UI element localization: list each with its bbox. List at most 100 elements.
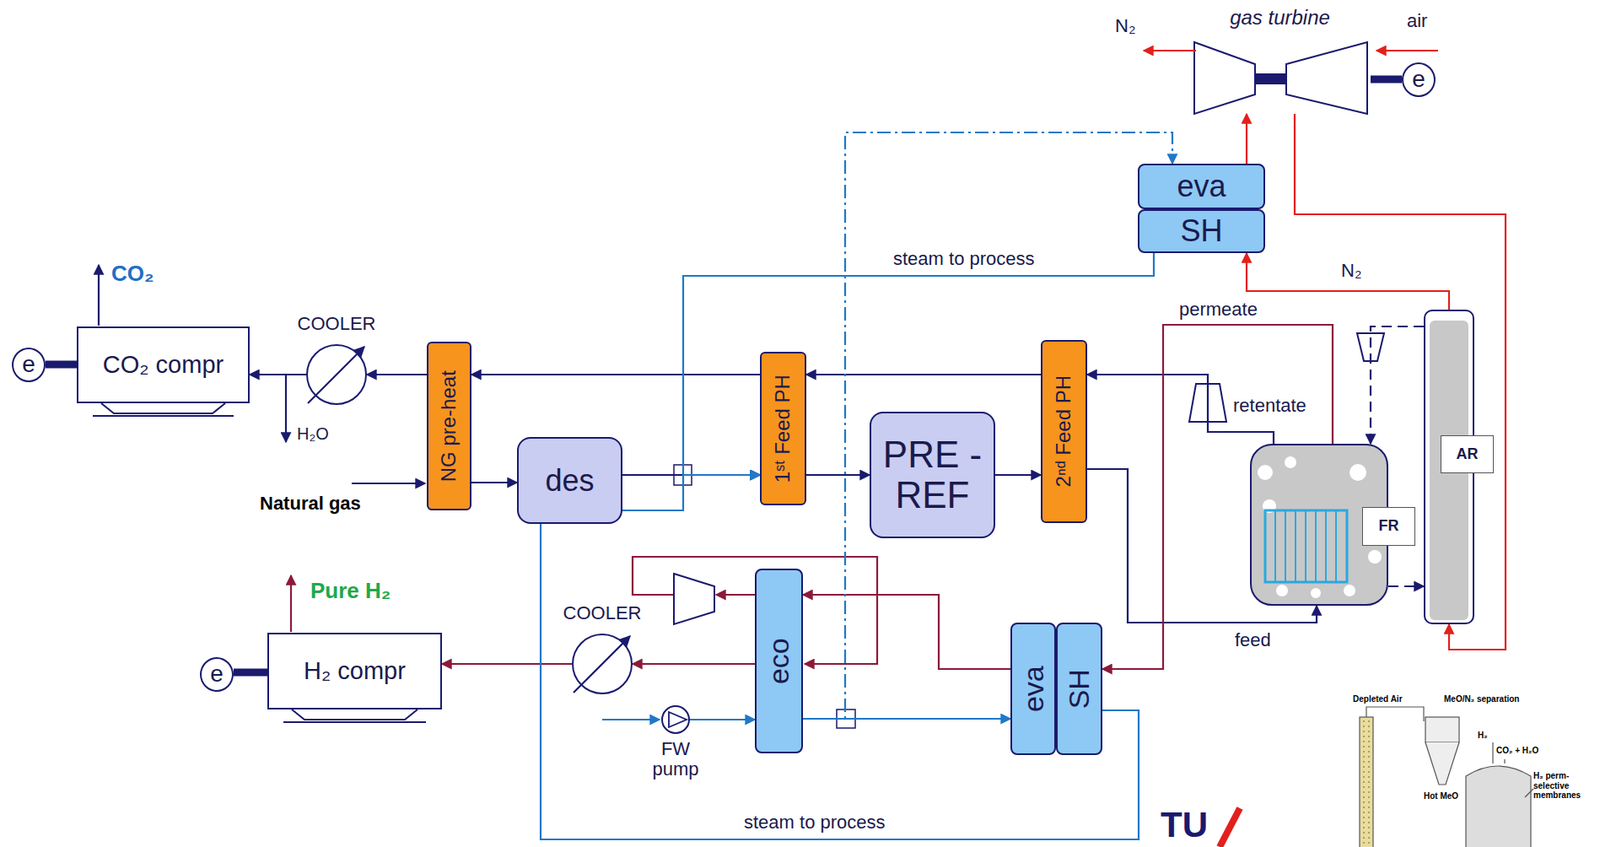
text-label: N₂ <box>1115 15 1136 37</box>
stream-connector <box>1087 468 1317 623</box>
stream-connector <box>366 373 427 376</box>
prereformer: PRE -REF <box>869 411 996 539</box>
feedwater-pump: FW pump <box>661 705 690 734</box>
reactor-inset <box>1366 706 1424 722</box>
node-label: 2ⁿᵈ Feed PH <box>1052 375 1075 488</box>
node-label: COOLER <box>297 313 377 335</box>
cooler: COOLER <box>306 344 367 405</box>
text-label: Pure H₂ <box>310 578 391 604</box>
node-label: gas turbine <box>1229 6 1331 29</box>
stream-connector <box>1245 113 1248 164</box>
stream-connector <box>802 132 1173 719</box>
pump-symbol <box>602 718 660 721</box>
stream-connector <box>1102 324 1333 669</box>
node-label: NG pre-heat <box>437 370 460 482</box>
reactor-fill <box>1310 587 1321 598</box>
node-label: SH <box>1063 668 1095 709</box>
text-label: H₂ <box>1477 730 1488 741</box>
superheater: SH <box>1055 622 1103 755</box>
stream-label: steam to process <box>891 247 1037 270</box>
stream-connector <box>540 474 1139 840</box>
economizer: eco <box>754 568 803 754</box>
process-arrow <box>351 482 426 485</box>
reactor-inset <box>1359 716 1374 847</box>
text-label: H₂ perm-selective membranes <box>1533 770 1595 801</box>
text-label: CO₂ <box>111 261 155 287</box>
expander-symbol <box>1189 333 1385 422</box>
turbine-symbol <box>1194 42 1256 114</box>
stream-connector <box>689 718 755 721</box>
stream-connector <box>1370 326 1424 444</box>
reactor-fill <box>1275 510 1337 582</box>
node-label: FW pump <box>646 738 706 780</box>
stream-connector <box>471 481 518 484</box>
compressor-stand <box>92 414 234 417</box>
stream-label: steam to process <box>742 811 888 833</box>
stream-connector <box>441 662 572 665</box>
text-label: Depleted Air <box>1352 694 1403 705</box>
stream-connector <box>632 662 755 665</box>
preheater: 2ⁿᵈ Feed PH <box>1040 339 1088 523</box>
stream-label: permeate <box>1177 298 1260 320</box>
reactor-inset <box>1425 742 1460 785</box>
reactor-inset <box>1359 706 1534 847</box>
reactor-fill <box>1349 463 1367 481</box>
pump-symbol <box>602 711 687 728</box>
node-label: eco <box>763 637 795 685</box>
node-label: COOLER <box>563 603 642 624</box>
node-label: e <box>21 351 36 378</box>
evaporator: eva <box>1010 622 1056 755</box>
node-label: SH <box>1179 214 1223 248</box>
stream-connector <box>802 594 1011 669</box>
cooler: COOLER <box>571 633 633 695</box>
compressor-stand <box>283 721 426 723</box>
process-arrow <box>97 264 100 326</box>
vacuum-pump-symbol <box>673 573 715 625</box>
reactor-fill <box>1250 320 1469 620</box>
turbine-symbol <box>1255 73 1287 85</box>
stream-connector <box>806 474 870 476</box>
text-label: TU <box>1160 804 1208 846</box>
node-label: des <box>544 463 594 498</box>
reactor-fill <box>1265 510 1347 582</box>
turbine-symbol <box>1286 42 1368 114</box>
stream-connector <box>1294 113 1506 650</box>
pump-symbol <box>668 711 687 728</box>
turbine: gas turbine <box>1189 6 1371 114</box>
red-stream <box>1376 49 1439 52</box>
text-label: CO₂ + H₂O <box>1496 745 1539 756</box>
shaft-connector <box>45 360 77 369</box>
preheater: NG pre-heat <box>426 341 472 511</box>
text-label: N₂ <box>1341 259 1362 281</box>
text-label: air <box>1406 10 1428 32</box>
stream-connector <box>1246 253 1450 310</box>
compressor-box: CO₂ compr <box>76 326 250 404</box>
node-label: H₂ compr <box>303 657 406 685</box>
stream-connector <box>249 373 307 376</box>
fuel-reactor: FR <box>1249 443 1389 606</box>
motor: e <box>199 657 234 692</box>
node-label: CO₂ compr <box>102 351 224 379</box>
shaft-connector <box>233 668 268 677</box>
logo-slash <box>1219 808 1240 847</box>
reactor-inset <box>1425 716 1460 743</box>
vacuum-pump-symbol <box>673 573 715 625</box>
generator: e <box>1401 62 1436 97</box>
motor: e <box>11 347 46 383</box>
hydrogen-arrow <box>716 593 755 596</box>
shaft-connector <box>1370 75 1402 84</box>
process-arrow <box>307 346 365 404</box>
compressor-stand <box>101 403 226 414</box>
text-label: Hot MeO <box>1423 791 1459 802</box>
reactor-fill <box>1276 584 1288 597</box>
node-label: FR <box>1362 506 1416 546</box>
reactor-inset <box>1465 765 1531 847</box>
stream-connector <box>995 474 1041 476</box>
compressor-box: H₂ compr <box>267 632 442 710</box>
stream-connector <box>1388 585 1424 588</box>
stream-label: feed <box>1233 629 1273 651</box>
evaporator: eva <box>1137 163 1266 210</box>
process-arrow <box>285 374 287 442</box>
superheater: SH <box>1137 209 1266 254</box>
